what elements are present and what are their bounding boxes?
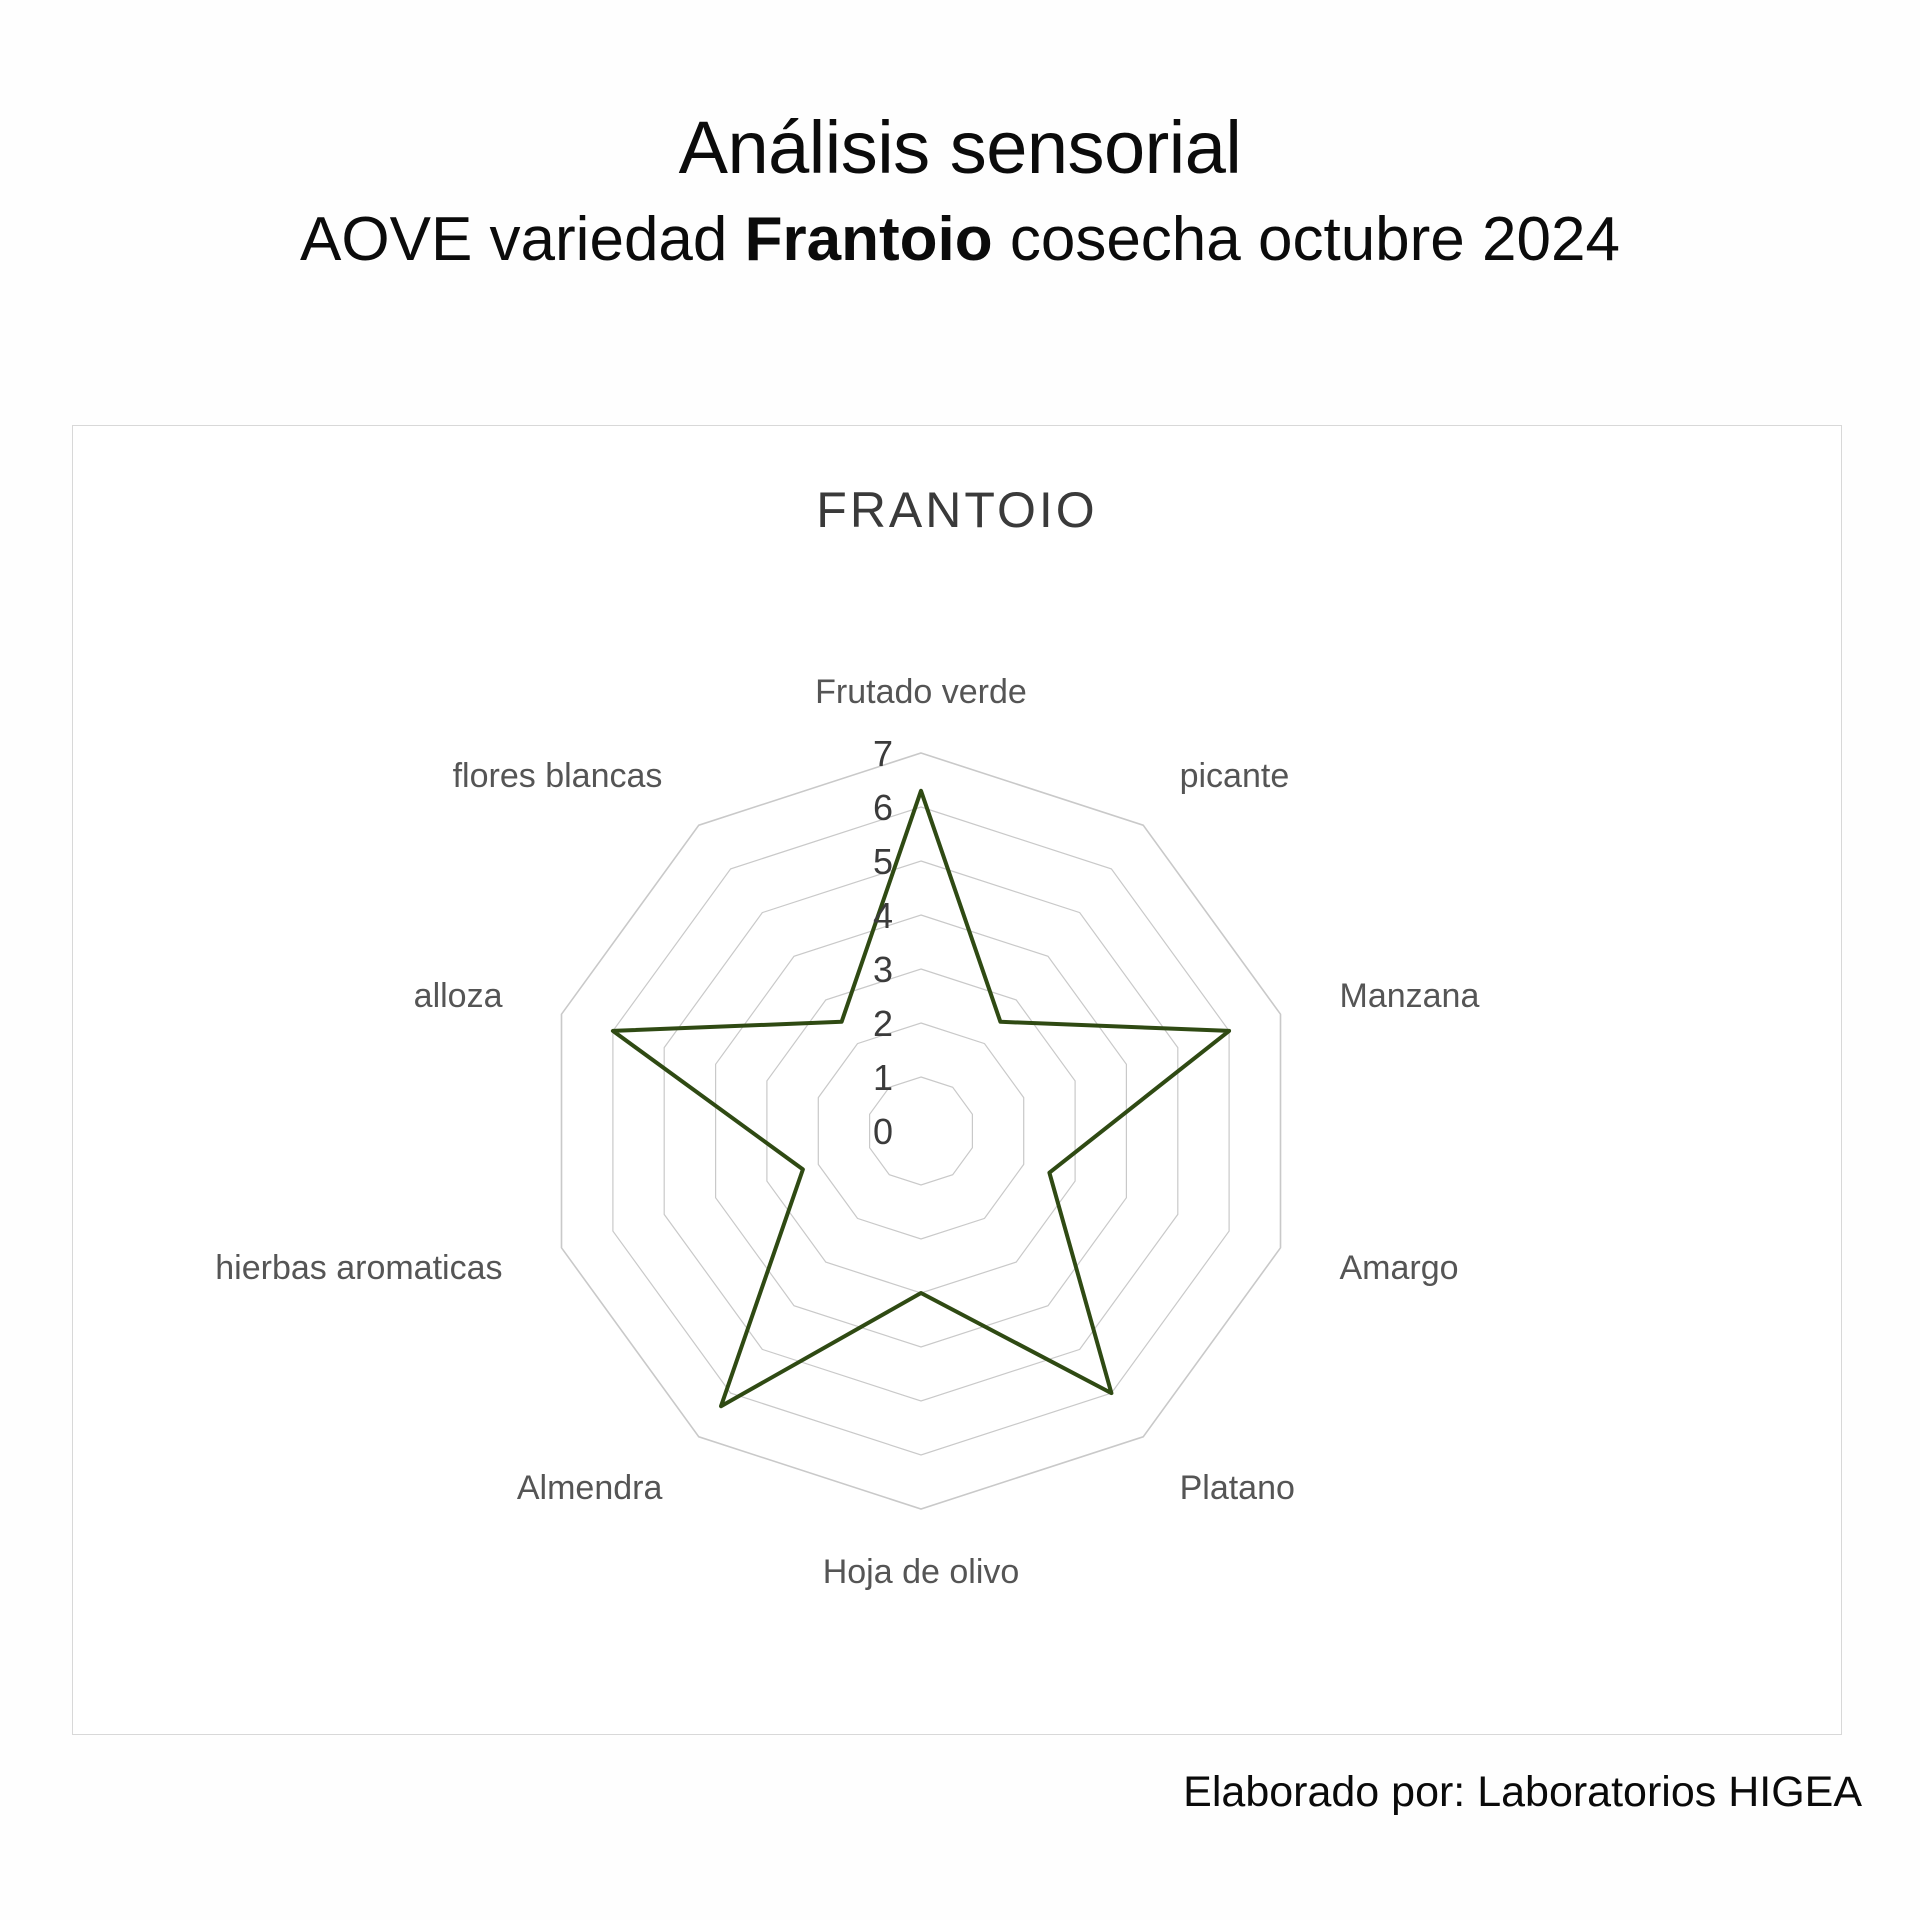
radar-axis-label: Hoja de olivo bbox=[823, 1553, 1020, 1591]
radial-tick-label: 7 bbox=[873, 733, 893, 774]
radial-tick-label: 6 bbox=[873, 787, 893, 828]
radar-axis-label: flores blancas bbox=[453, 757, 663, 795]
radial-tick-label: 0 bbox=[873, 1111, 893, 1152]
radar-series-polygon bbox=[610, 788, 1232, 1409]
radial-tick-label: 5 bbox=[873, 841, 893, 882]
radar-axis-label: Amargo bbox=[1340, 1249, 1459, 1287]
radial-tick-label: 4 bbox=[873, 895, 893, 936]
radar-tick-labels: 0 1 2 3 4 5 6 7 bbox=[873, 733, 893, 1152]
radar-svg: 0 1 2 3 4 5 6 7 Frutado verde picanteManzanaAmar… bbox=[215, 673, 1479, 1591]
subtitle-suffix: cosecha octubre 2024 bbox=[992, 204, 1620, 274]
radial-tick-label: 3 bbox=[873, 949, 893, 990]
radar-grid-group bbox=[560, 752, 1282, 1510]
radar-grid-ring bbox=[560, 752, 1282, 1510]
subtitle-prefix: AOVE variedad bbox=[300, 204, 745, 274]
radar-axis-label: hierbas aromaticas bbox=[215, 1249, 502, 1287]
page-title: Análisis sensorial bbox=[678, 106, 1242, 189]
radar-axis-label: alloza bbox=[414, 977, 503, 1015]
radar-axis-labels: Frutado verde picanteManzanaAmargoPlatano… bbox=[215, 673, 1479, 1591]
page-subtitle: AOVE variedad Frantoio cosecha octubre 2… bbox=[0, 204, 1920, 274]
title-block: Análisis sensorial AOVE variedad Frantoi… bbox=[0, 108, 1920, 274]
radar-grid-ring bbox=[612, 806, 1230, 1456]
radial-tick-label: 1 bbox=[873, 1057, 893, 1098]
subtitle-variety: Frantoio bbox=[744, 204, 993, 274]
radar-axis-label: Platano bbox=[1180, 1469, 1295, 1507]
radar-axis-label: Frutado verde bbox=[815, 673, 1027, 711]
radar-axis-label: picante bbox=[1180, 757, 1290, 795]
radial-tick-label: 2 bbox=[873, 1003, 893, 1044]
footer-credit: Elaborado por: Laboratorios HIGEA bbox=[1183, 1768, 1862, 1816]
radar-axis-label: Manzana bbox=[1340, 977, 1480, 1015]
radar-series-group bbox=[610, 788, 1232, 1409]
chart-title: FRANTOIO bbox=[816, 482, 1098, 538]
radar-grid-ring bbox=[663, 860, 1179, 1402]
radar-grid-ring bbox=[817, 1022, 1025, 1240]
radar-grid-ring bbox=[766, 968, 1076, 1294]
radar-grid-ring bbox=[868, 1076, 974, 1186]
radar-axis-label: Almendra bbox=[517, 1469, 663, 1507]
radar-grid-ring bbox=[714, 914, 1128, 1348]
